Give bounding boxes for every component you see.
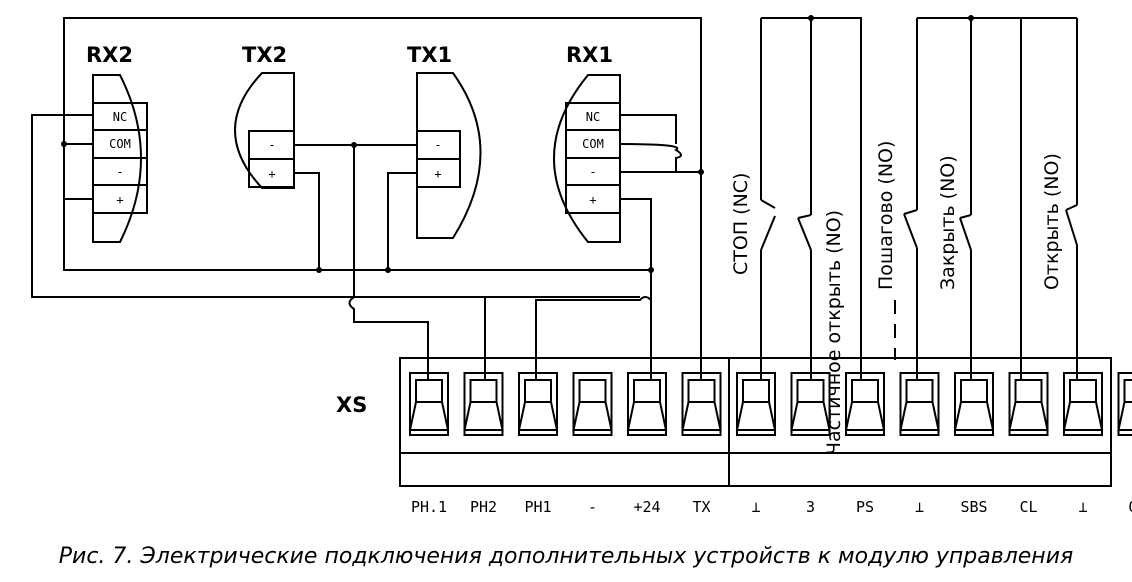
terminal-block: [790, 372, 831, 436]
terminal-block: [1062, 372, 1104, 436]
terminal-block: [626, 372, 668, 436]
rx2-term-plus: +: [116, 193, 123, 207]
tx1-term-plus: +: [434, 167, 441, 181]
wires-right: [760, 17, 1078, 380]
pin-labels: PH.1 PH2 PH1 - +24 TX ⊥ 3 PS ⊥ SBS CL ⊥ OP: [411, 498, 1132, 516]
rx1-term-minus: -: [589, 165, 596, 179]
pin-label: CL: [1019, 498, 1037, 516]
terminal-block: [681, 372, 722, 436]
switch-label-partial-open: Частичное открыть (NO): [823, 210, 845, 455]
pin-label: -: [588, 498, 597, 516]
pin-label: PH.1: [411, 498, 447, 516]
terminal-block: [1117, 372, 1132, 436]
pin-label: PH2: [470, 498, 497, 516]
pin-label: SBS: [960, 498, 987, 516]
rx1-label: RX1: [566, 43, 613, 67]
switch-label-step: Пошагово (NO): [875, 141, 897, 290]
terminal-blocks: [408, 372, 1132, 436]
diagram-canvas: RX2 TX2 TX1 RX1 NC COM - + - + - + NC CO…: [31, 15, 1132, 516]
pin-label: PS: [856, 498, 874, 516]
terminal-block: [735, 372, 777, 436]
pin-label: ⊥: [1078, 498, 1087, 516]
rx2-term-com: COM: [109, 137, 131, 151]
pin-label: +24: [633, 498, 660, 516]
pin-label: TX: [692, 498, 710, 516]
device-tx2: [234, 72, 295, 189]
tx2-term-plus: +: [268, 167, 275, 181]
tx1-label: TX1: [407, 43, 452, 67]
pin-label: OP: [1128, 498, 1132, 516]
connector-xs: [399, 357, 1112, 487]
junction-dots: [61, 15, 974, 273]
wires-left: [31, 17, 702, 380]
terminal-block: [572, 372, 613, 436]
pin-label: ⊥: [915, 498, 924, 516]
rx1-term-com: COM: [582, 137, 604, 151]
terminal-block: [517, 372, 559, 436]
terminal-block: [844, 372, 886, 436]
switch-label-open: Открыть (NO): [1041, 153, 1063, 290]
switch-label-close: Закрыть (NO): [937, 155, 959, 290]
switch-label-stop: СТОП (NC): [730, 173, 752, 275]
rx1-term-plus: +: [589, 193, 596, 207]
tx2-term-minus: -: [268, 138, 275, 152]
pin-label: ⊥: [751, 498, 760, 516]
terminal-block: [408, 372, 450, 436]
figure-caption: Рис. 7. Электрические подключения дополн…: [58, 544, 1074, 569]
connector-label: XS: [336, 393, 367, 417]
tx1-term-minus: -: [434, 138, 441, 152]
pin-label: 3: [806, 498, 815, 516]
device-rx1: [553, 74, 621, 243]
terminal-block: [899, 372, 940, 436]
terminal-block: [463, 372, 504, 436]
rx1-term-nc: NC: [586, 110, 600, 124]
device-rx2: [92, 74, 148, 243]
device-tx1: [416, 72, 482, 239]
pin-label: PH1: [524, 498, 551, 516]
rx2-label: RX2: [86, 43, 133, 67]
rx2-term-nc: NC: [113, 110, 127, 124]
tx2-label: TX2: [242, 43, 287, 67]
terminal-block: [1008, 372, 1049, 436]
rx2-term-minus: -: [116, 165, 123, 179]
terminal-block: [953, 372, 995, 436]
